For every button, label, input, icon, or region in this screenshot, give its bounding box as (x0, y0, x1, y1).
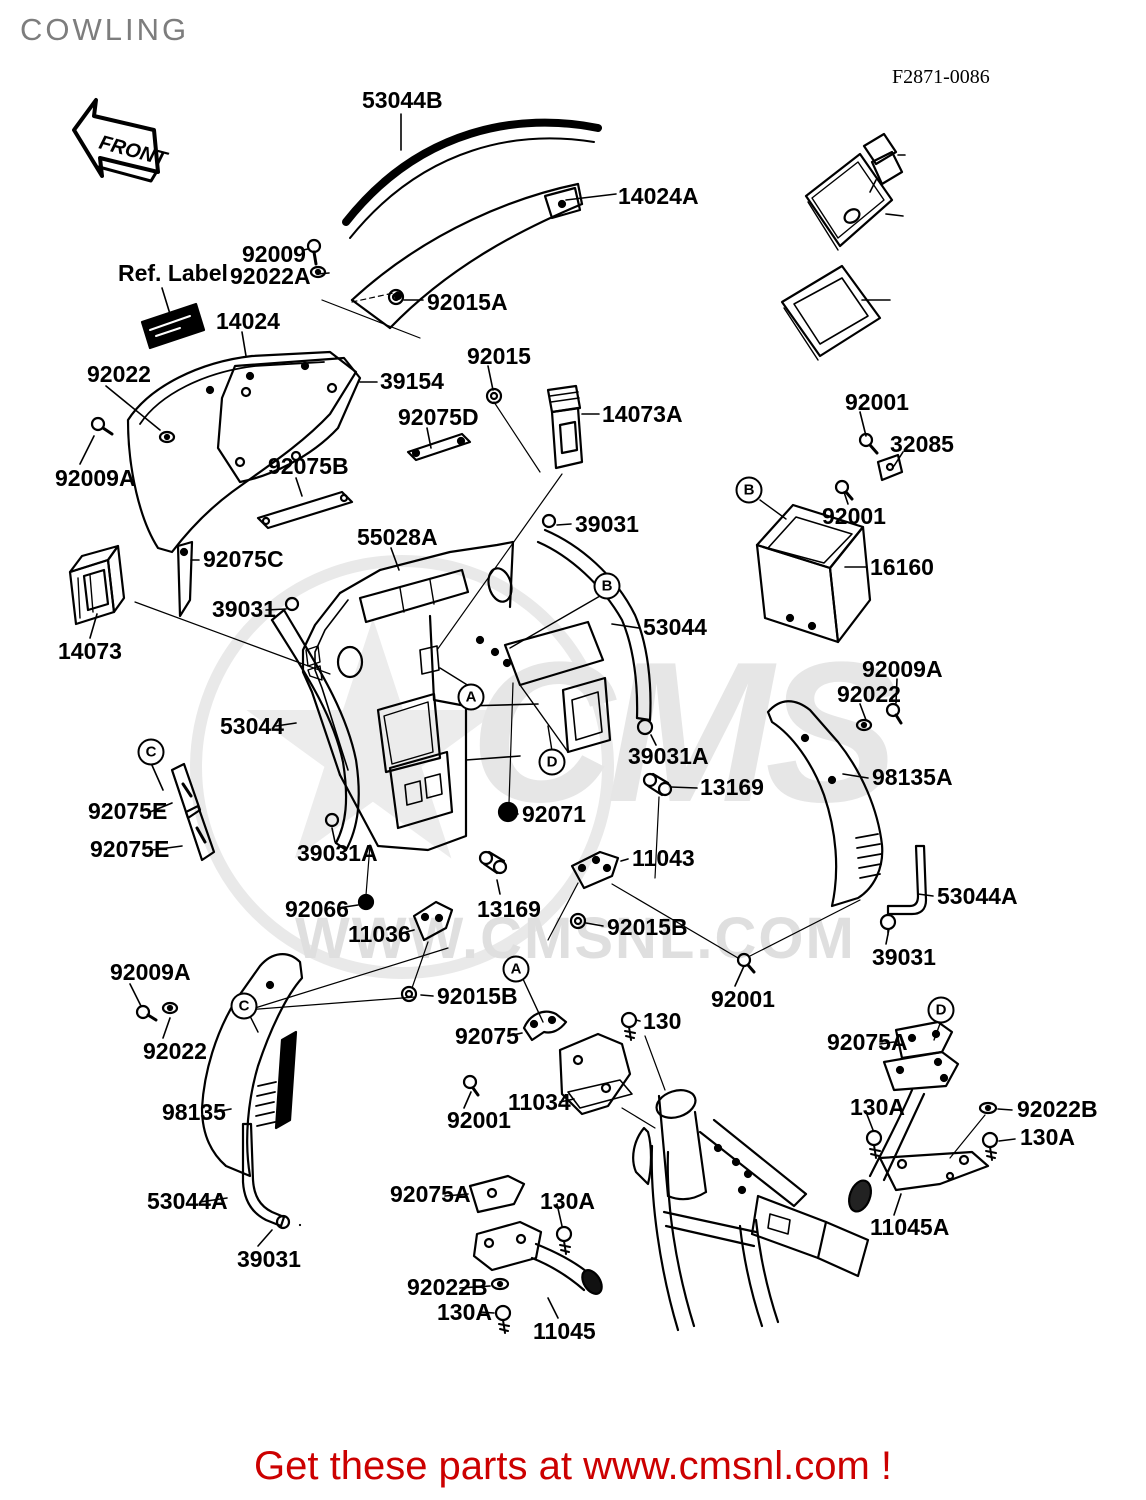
strip-92075d (406, 427, 472, 462)
strips-92075e (149, 762, 216, 862)
pad-39145 (780, 264, 891, 361)
stay-11045a (848, 1020, 990, 1216)
latch-32085 (876, 451, 904, 482)
rod-53044a-left (199, 1122, 291, 1247)
plate-92075a-bc (298, 1184, 472, 1227)
front-arrow: FRONT (72, 98, 171, 183)
duct-14073a (436, 384, 600, 651)
grommet-92066 (337, 844, 375, 911)
stay-11045 (444, 1174, 603, 1319)
page-title: COWLING (20, 12, 190, 47)
trim-53044b (342, 113, 602, 239)
strip-92075b (256, 477, 354, 530)
diagram-code: F2871-0086 (892, 66, 990, 88)
cowling-55028a (301, 540, 942, 1041)
frame (632, 1089, 870, 1332)
side-cover-98135 (129, 953, 416, 1178)
pin-13169-center (478, 850, 508, 895)
grommet-92071 (497, 682, 519, 823)
footer-banner: Get these parts at www.cmsnl.com ! (254, 1444, 892, 1488)
storage-box-16160 (755, 491, 872, 644)
ref-label-part (140, 287, 206, 350)
lid-16146 (804, 152, 904, 251)
watermark-url: WWW.CMSNL.COM (295, 906, 856, 971)
rod-53044a-right (879, 844, 934, 945)
bracket-11034 (558, 1032, 656, 1129)
pin-13169-right (642, 772, 698, 879)
trim-53044-right (536, 513, 657, 746)
side-cover-98135a (749, 678, 898, 957)
bracket-14024a (350, 182, 617, 330)
fastener-glyphs (90, 238, 1016, 1334)
strip-92075c (176, 540, 200, 618)
trim-53044-left (265, 596, 360, 852)
windshield-assembly (79, 299, 421, 554)
plate-11043 (547, 850, 739, 959)
lock-27017 (862, 132, 906, 193)
bracket-92075 (507, 978, 568, 1042)
